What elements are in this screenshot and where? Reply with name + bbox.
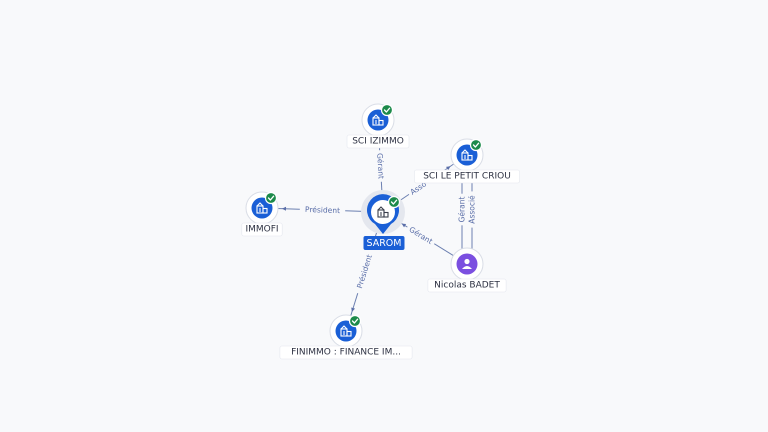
building-icon xyxy=(377,206,389,218)
building-icon xyxy=(256,202,268,214)
edge-arrowhead xyxy=(281,206,287,211)
node-label: FINIMMO : FINANCE IM... xyxy=(291,348,401,358)
node-sci-petit-criou[interactable]: SCI LE PETIT CRIOU xyxy=(414,138,520,184)
node-nicolas-badet[interactable]: Nicolas BADET xyxy=(427,247,507,293)
node-finimmo[interactable]: FINIMMO : FINANCE IM... xyxy=(279,314,413,360)
node-immofi[interactable]: IMMOFI xyxy=(241,191,283,237)
edge-label-bg xyxy=(404,222,437,248)
building-icon xyxy=(340,325,352,337)
edge-label: Gérant xyxy=(375,153,385,179)
verified-check-icon xyxy=(387,195,401,209)
node-label: IMMOFI xyxy=(245,225,278,235)
node-label: SAROM xyxy=(367,238,402,249)
verified-check-icon xyxy=(469,138,483,152)
person-icon xyxy=(462,258,472,269)
edge-label-bg xyxy=(457,193,467,226)
building-icon xyxy=(372,114,384,126)
edge-arrowhead xyxy=(401,223,407,228)
nodes-layer: SAROM SCI IZIMMO SCI LE PETIT CRIOU IMMOFI F… xyxy=(241,103,520,360)
node-label-bg xyxy=(241,222,283,237)
node-label-bg xyxy=(427,278,507,293)
edge-arrowhead xyxy=(351,307,356,312)
verified-check-icon xyxy=(348,314,362,328)
edge-label: Président xyxy=(305,205,340,215)
node-label: SCI IZIMMO xyxy=(352,137,404,147)
node-sci-izimmo[interactable]: SCI IZIMMO xyxy=(346,103,410,149)
node-sarom[interactable]: SAROM xyxy=(361,190,405,250)
node-label: Nicolas BADET xyxy=(434,281,500,291)
node-core xyxy=(371,200,395,224)
node-label-bg xyxy=(279,345,413,360)
node-label-bg xyxy=(363,236,405,250)
edge-label-bg xyxy=(374,149,387,183)
node-label-bg xyxy=(346,134,410,149)
edge-arrowhead xyxy=(446,166,451,171)
edge-label-bg xyxy=(352,248,377,295)
verified-check-icon xyxy=(380,103,394,117)
building-icon xyxy=(461,149,473,161)
verified-check-icon xyxy=(264,191,278,205)
edge-label: Associé xyxy=(468,195,477,224)
edge-label: Gérant xyxy=(458,197,467,223)
node-label-bg xyxy=(414,169,520,184)
edge-label-bg xyxy=(299,204,346,216)
edge-label-bg xyxy=(467,191,477,228)
node-label: SCI LE PETIT CRIOU xyxy=(423,172,511,182)
edge-label: Président xyxy=(355,253,374,289)
